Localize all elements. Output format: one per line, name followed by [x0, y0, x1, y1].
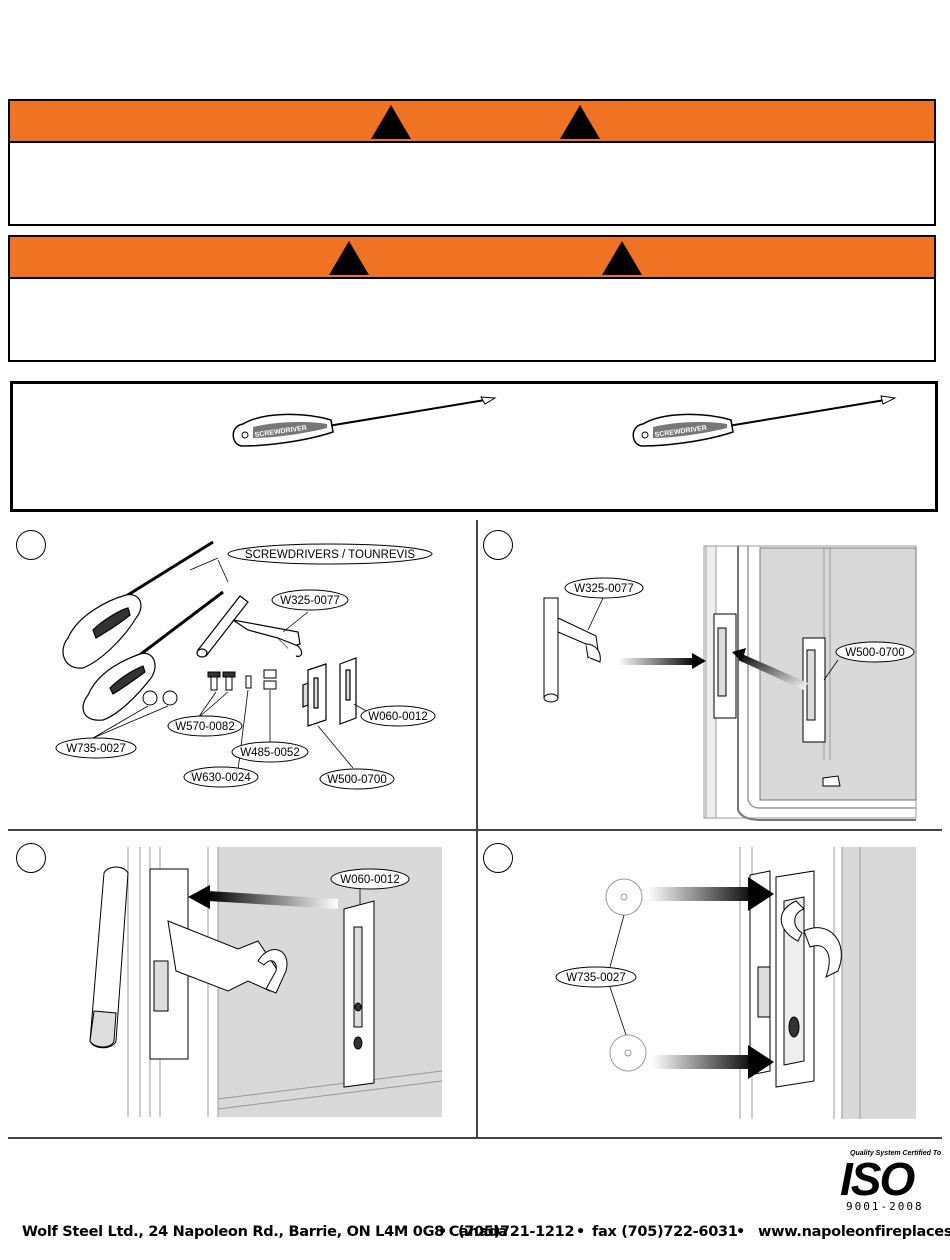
iso-standard: 9001-2008	[846, 1200, 924, 1213]
strike-step3-icon	[343, 900, 375, 1088]
warning-triangle-icon	[371, 105, 411, 139]
label-pin: W630-0024	[191, 772, 251, 784]
part-callouts	[55, 543, 436, 790]
footer-website-link[interactable]: www.napoleonfireplaces.com	[758, 1224, 950, 1240]
panel-divider-horizontal	[8, 829, 942, 831]
spacer-part-icon	[263, 669, 277, 690]
footer-company-address: Wolf Steel Ltd., 24 Napoleon Rd., Barrie…	[22, 1224, 508, 1240]
footer-contact-line: Wolf Steel Ltd., 24 Napoleon Rd., Barrie…	[0, 1224, 950, 1250]
screwdrivers-parts-icon	[62, 540, 224, 721]
parts-diagram: SCREWDRIVERS / TOUNREVIS W325-0077 W570-…	[55, 540, 436, 790]
latch-final-assembly-icon	[749, 870, 842, 1088]
screwdrivers-illustration: SCREWDRIVER SCREWDRIVER	[232, 395, 897, 447]
strike-part-icon	[339, 657, 357, 725]
step-number-circle	[483, 530, 513, 560]
label-bracket: W500-0700	[327, 774, 386, 786]
step-2-panel: W325-0077 W500-0700	[478, 520, 942, 829]
step-1-panel: SCREWDRIVERS / TOUNREVIS W325-0077 W570-…	[8, 520, 476, 829]
label-strike-step3: W060-0012	[340, 874, 399, 886]
step-number-circle	[16, 530, 46, 560]
step-number-circle	[16, 843, 46, 873]
label-washers: W735-0027	[66, 743, 125, 755]
label-washers-step4: W735-0027	[566, 972, 625, 984]
warning-triangle-icon	[329, 241, 369, 275]
warning-box-1	[8, 99, 936, 226]
step-4-panel: W735-0027	[478, 831, 942, 1137]
label-spacer: W485-0052	[240, 747, 299, 759]
iso-caption: Quality System Certified To	[850, 1150, 942, 1157]
footer-fax: fax (705)722-6031	[592, 1224, 738, 1240]
washer-part-icon	[142, 690, 158, 706]
footer-separator: •	[736, 1224, 745, 1240]
tools-required-box: SCREWDRIVER SCREWDRIVER	[10, 381, 938, 512]
warning-box-2	[8, 235, 936, 362]
step-3-panel: W060-0012	[8, 831, 476, 1137]
warning-triangle-icon	[560, 105, 600, 139]
phillips-screwdriver-icon: SCREWDRIVER	[632, 395, 897, 447]
bracket-part-icon	[302, 663, 327, 727]
flat-screwdriver-icon: SCREWDRIVER	[232, 396, 497, 447]
step-4-illustration: W735-0027	[555, 847, 916, 1119]
iso-certification-logo: Quality System Certified To ISO 9001-200…	[836, 1150, 944, 1213]
panel-divider-bottom	[8, 1137, 942, 1139]
step-3-illustration: W060-0012	[89, 847, 443, 1117]
label-bracket-step2: W500-0700	[845, 647, 904, 659]
label-handle: W325-0077	[280, 595, 339, 607]
label-screwdrivers: SCREWDRIVERS / TOUNREVIS	[245, 549, 416, 561]
handle-part-icon	[196, 595, 303, 658]
handle-step2-icon	[543, 597, 601, 703]
warning-triangle-icon	[602, 241, 642, 275]
pin-part-icon	[245, 675, 252, 689]
step-number-circle	[483, 843, 513, 873]
footer-phone: (705)721-1212	[458, 1224, 575, 1240]
step-2-illustration: W325-0077 W500-0700	[543, 545, 917, 821]
handle-step3-icon	[89, 866, 129, 1049]
screws-part-icon	[207, 671, 236, 691]
washer-part-icon	[162, 690, 178, 706]
label-handle-step2: W325-0077	[574, 583, 633, 595]
part-labels: SCREWDRIVERS / TOUNREVIS W325-0077 W570-…	[66, 549, 427, 786]
iso-mark: ISO	[840, 1153, 915, 1205]
warning-header-bar	[10, 237, 934, 279]
label-screws: W570-0082	[175, 721, 234, 733]
warning-header-bar	[10, 101, 934, 143]
footer-separator: •	[576, 1224, 585, 1240]
footer-separator: •	[438, 1224, 447, 1240]
latch-assembly-icon	[149, 868, 288, 1060]
label-strike: W060-0012	[368, 711, 427, 723]
